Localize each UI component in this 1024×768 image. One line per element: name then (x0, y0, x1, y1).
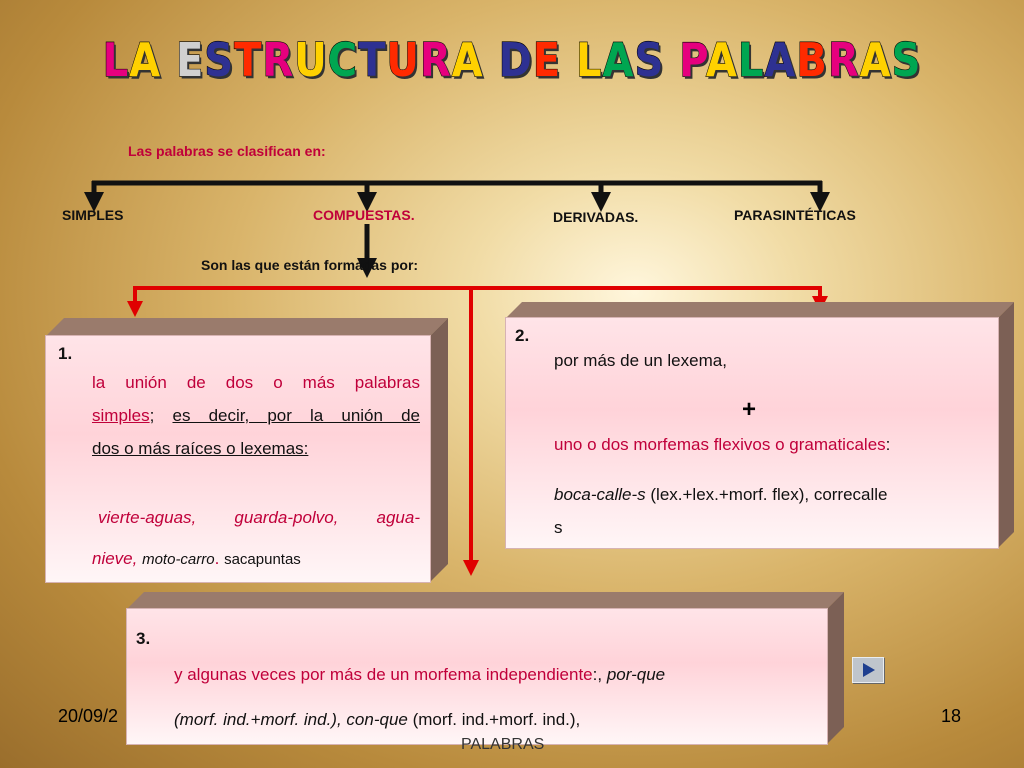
title-letter: U (294, 34, 328, 88)
title-letter: U (386, 34, 420, 88)
title-letter: A (705, 34, 738, 88)
box3-morfema: y algunas veces por más de un morfema in… (174, 665, 593, 684)
title-letter: L (737, 34, 765, 88)
box3-line1: y algunas veces por más de un morfema in… (174, 663, 665, 687)
box3-number: 3. (136, 629, 151, 648)
intro-text: Las palabras se clasifican en: (128, 143, 326, 159)
title-letter: T (234, 34, 263, 88)
slide-title: LA ESTRUCTURA DE LAS PALABRAS (0, 34, 1024, 88)
box3-bevel-top (127, 592, 844, 609)
box1-line3: dos o más raíces o lexemas: (92, 439, 309, 458)
box1-line1: la unión de dos o más palabras (92, 373, 420, 392)
title-letter: S (634, 34, 665, 88)
compuestas-description: Son las que están formadas por: (201, 257, 419, 273)
box1-number: 1. (58, 344, 73, 363)
box3: 3. y algunas veces por más de un morfema… (127, 609, 827, 744)
box3-ex-conque: con-que (346, 710, 408, 729)
box1-ex-nieve: nieve (92, 549, 133, 568)
next-slide-button[interactable] (852, 657, 884, 683)
title-letter: E (175, 34, 205, 88)
box1-examples-line1: vierte-aguas, guarda-polvo, agua- (98, 501, 420, 534)
box1-simples: simples (92, 406, 150, 425)
box2-morfemas: uno o dos morfemas flexivos o gramatical… (554, 435, 886, 454)
plus-sign: + (742, 396, 757, 423)
box1-bevel-side (430, 318, 448, 582)
box1-ex1: vierte-aguas, guarda-polvo, agua- (98, 508, 420, 527)
box2-ex-bocacalles: boca-calle-s (554, 485, 646, 504)
box1-bevel-top (46, 318, 448, 336)
title-letter: A (859, 34, 892, 88)
box2: 2. por más de un lexema, + uno o dos mor… (506, 318, 998, 548)
title-letter: R (419, 34, 452, 88)
category-simples: SIMPLES (62, 207, 124, 223)
box3-ex-porque: por-que (606, 665, 666, 684)
box1-ex-sep: , (132, 549, 143, 568)
box2-line1: por más de un lexema, (554, 351, 727, 370)
title-letter: R (262, 34, 295, 88)
box2-bevel-side (998, 302, 1014, 548)
category-derivadas: DERIVADAS. (553, 209, 639, 225)
box2-line3: boca-calle-s (lex.+lex.+morf. flex), cor… (554, 478, 888, 511)
title-letter: E (532, 34, 562, 88)
box2-line2: uno o dos morfemas flexivos o gramatical… (554, 428, 890, 461)
title-letter: L (576, 34, 603, 88)
title-letter: T (358, 34, 387, 88)
category-parasinteticas: PARASINTÉTICAS (734, 207, 856, 223)
box1-esdecir: es decir, por la unión de (172, 406, 420, 425)
category-compuestas: COMPUESTAS. (313, 207, 415, 223)
box3-sep: :, (592, 665, 607, 684)
box1-line2: simples; es decir, por la unión de (92, 399, 420, 432)
box1-sep: ; (149, 406, 173, 425)
title-letter: C (327, 34, 359, 88)
title-letter: D (498, 34, 533, 88)
box3-ex-desc1: (morf. ind.+morf. ind.), (174, 710, 347, 729)
box1-ex-sep2: . (214, 549, 225, 568)
title-letter: A (451, 34, 484, 88)
title-letter: B (796, 34, 828, 88)
box1-ex-sacapuntas: sacapuntas (224, 551, 301, 568)
box3-bevel-side (827, 592, 844, 744)
box2-ex-desc: (lex.+lex.+morf. flex), correcalle (645, 485, 888, 504)
footer-page-number: 18 (941, 706, 962, 726)
box1-text: la unión de dos o más palabras simples; … (92, 366, 420, 465)
play-next-icon (863, 663, 875, 677)
title-letter: S (204, 34, 235, 88)
box2-line4: s (554, 518, 563, 537)
box1-ex-motocarro: moto-carro (142, 551, 215, 568)
title-letter: R (827, 34, 860, 88)
title-letter: A (129, 34, 162, 88)
title-letter: S (891, 34, 922, 88)
box1: 1. la unión de dos o más palabras simple… (46, 336, 430, 582)
title-letter: A (602, 34, 635, 88)
box2-number: 2. (515, 326, 530, 345)
footer-date: 20/09/2 (58, 706, 119, 726)
title-letter: P (679, 34, 706, 88)
title-letter: L (102, 34, 130, 88)
box3-ex-desc2: (morf. ind.+morf. ind.), (407, 710, 581, 729)
box2-bevel-top (506, 302, 1014, 318)
box3-line2: (morf. ind.+morf. ind.), con-que (morf. … (174, 708, 580, 732)
box2-colon: : (885, 435, 891, 454)
footer-center-text: PALABRAS (461, 736, 545, 753)
title-letter: A (764, 34, 797, 88)
box1-examples-line2: nieve, moto-carro. sacapuntas (92, 542, 420, 576)
